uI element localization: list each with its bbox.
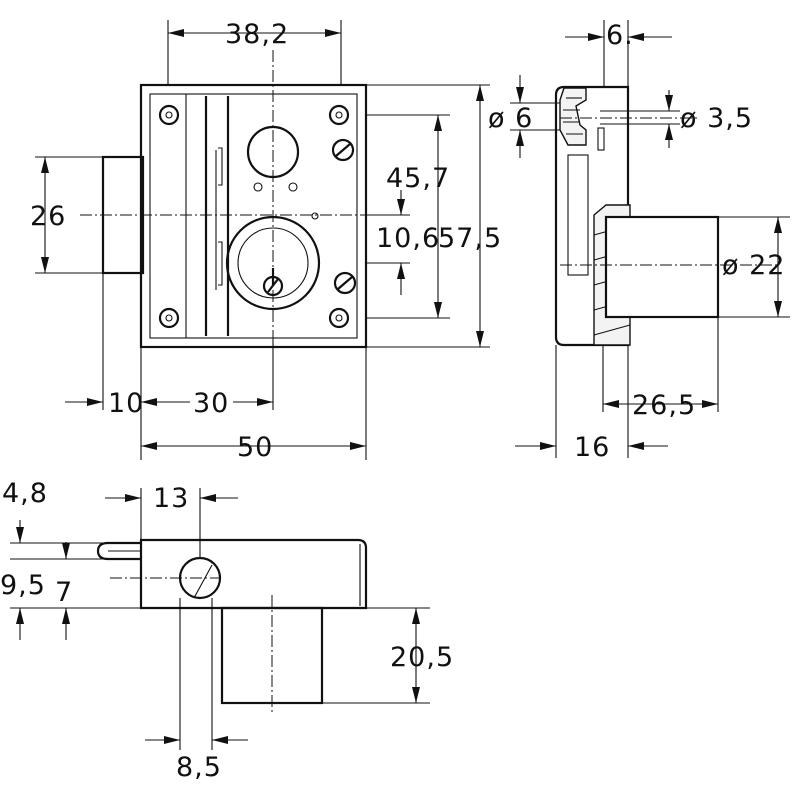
dim-10: 10 [108, 388, 144, 419]
front-view [80, 50, 400, 349]
front-slotted-screw-top [331, 138, 355, 162]
front-housing-inner [149, 93, 358, 339]
top-housing [139, 538, 368, 610]
top-view-dimensions [10, 488, 430, 750]
dim-dia-3-5: ø 3,5 [680, 103, 753, 134]
dim-7: 7 [55, 577, 73, 608]
dim-20-5: 20,5 [390, 642, 454, 673]
dim-50: 50 [237, 432, 273, 463]
side-view-labels: 6. ø 6 ø 3,5 ø 22 26,5 16 [488, 20, 785, 463]
dim-dia-6: ø 6 [488, 103, 533, 134]
dim-57-5: 57,5 [438, 223, 502, 254]
front-view-labels: 38,2 26 10 30 50 45,7 10,6 57,5 [30, 19, 502, 463]
front-screw-bottom-right [328, 307, 350, 329]
dim-dia-22: ø 22 [722, 250, 785, 281]
front-housing-outer [139, 83, 368, 349]
front-screw-top-left [158, 104, 180, 126]
dim-26: 26 [30, 201, 66, 232]
dim-4-8: 4,8 [2, 478, 48, 509]
side-view [554, 85, 780, 347]
dim-45-7: 45,7 [386, 163, 450, 194]
dim-26-5: 26,5 [632, 390, 696, 421]
front-screw-bottom-left [158, 307, 180, 329]
dim-8-5: 8,5 [176, 752, 222, 783]
dim-9-5: 9,5 [0, 570, 46, 601]
front-view-dimensions [35, 20, 490, 460]
dim-38-2: 38,2 [225, 19, 289, 50]
side-cylinder-boss [604, 215, 720, 319]
top-view [96, 538, 368, 715]
front-screw-top-right [328, 104, 350, 126]
dim-16: 16 [574, 432, 610, 463]
dim-30: 30 [193, 388, 229, 419]
side-view-dimensions [510, 20, 790, 458]
top-view-labels: 13 4,8 9,5 7 20,5 8,5 [0, 478, 454, 783]
side-housing [554, 85, 630, 347]
dim-6: 6. [606, 20, 634, 51]
dim-10-6: 10,6 [376, 223, 440, 254]
front-slotted-screw-bottom [333, 271, 357, 295]
dim-13: 13 [153, 483, 189, 514]
